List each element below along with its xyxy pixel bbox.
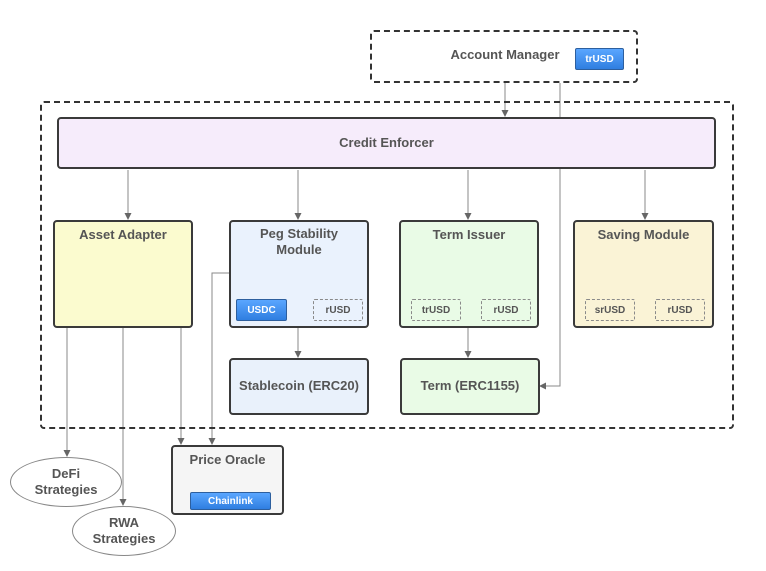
usdc-token-badge: USDC: [236, 299, 287, 321]
account-manager-label: Account Manager: [450, 47, 560, 62]
credit-enforcer-label: Credit Enforcer: [339, 135, 434, 150]
asset-adapter-box[interactable]: Asset Adapter: [53, 220, 193, 328]
defi-label-line2: Strategies: [34, 482, 98, 497]
trusd-token-badge: trUSD: [575, 48, 624, 70]
chainlink-token-badge: Chainlink: [190, 492, 271, 510]
srusd-token-badge: srUSD: [585, 299, 635, 321]
rusd-token-badge: rUSD: [313, 299, 363, 321]
defi-strategies-node[interactable]: DeFi Strategies: [10, 457, 122, 507]
term-label: Term (ERC1155): [420, 378, 520, 393]
core-system-boundary: [40, 101, 734, 429]
peg-stability-module-box[interactable]: Peg Stability Module USDC rUSD: [229, 220, 369, 328]
defi-label-line1: DeFi: [51, 466, 81, 481]
stablecoin-erc20-box[interactable]: Stablecoin (ERC20): [229, 358, 369, 415]
rusd-token-badge: rUSD: [481, 299, 531, 321]
asset-adapter-label: Asset Adapter: [79, 227, 167, 242]
term-erc1155-box[interactable]: Term (ERC1155): [400, 358, 540, 415]
price-oracle-box[interactable]: Price Oracle Chainlink: [171, 445, 284, 515]
rwa-label-line2: Strategies: [92, 531, 156, 546]
saving-module-label: Saving Module: [597, 227, 690, 242]
stablecoin-label: Stablecoin (ERC20): [239, 378, 359, 393]
term-issuer-label: Term Issuer: [432, 227, 506, 242]
peg-stability-label-line2: Module: [276, 242, 322, 257]
credit-enforcer-box[interactable]: Credit Enforcer: [57, 117, 716, 169]
rusd-token-badge: rUSD: [655, 299, 705, 321]
term-issuer-box[interactable]: Term Issuer trUSD rUSD: [399, 220, 539, 328]
account-manager-group: [370, 30, 638, 83]
peg-stability-label-line1: Peg Stability: [259, 226, 339, 241]
price-oracle-label: Price Oracle: [189, 452, 266, 467]
trusd-token-badge: trUSD: [411, 299, 461, 321]
rwa-label-line1: RWA: [108, 515, 140, 530]
saving-module-box[interactable]: Saving Module srUSD rUSD: [573, 220, 714, 328]
rwa-strategies-node[interactable]: RWA Strategies: [72, 506, 176, 556]
